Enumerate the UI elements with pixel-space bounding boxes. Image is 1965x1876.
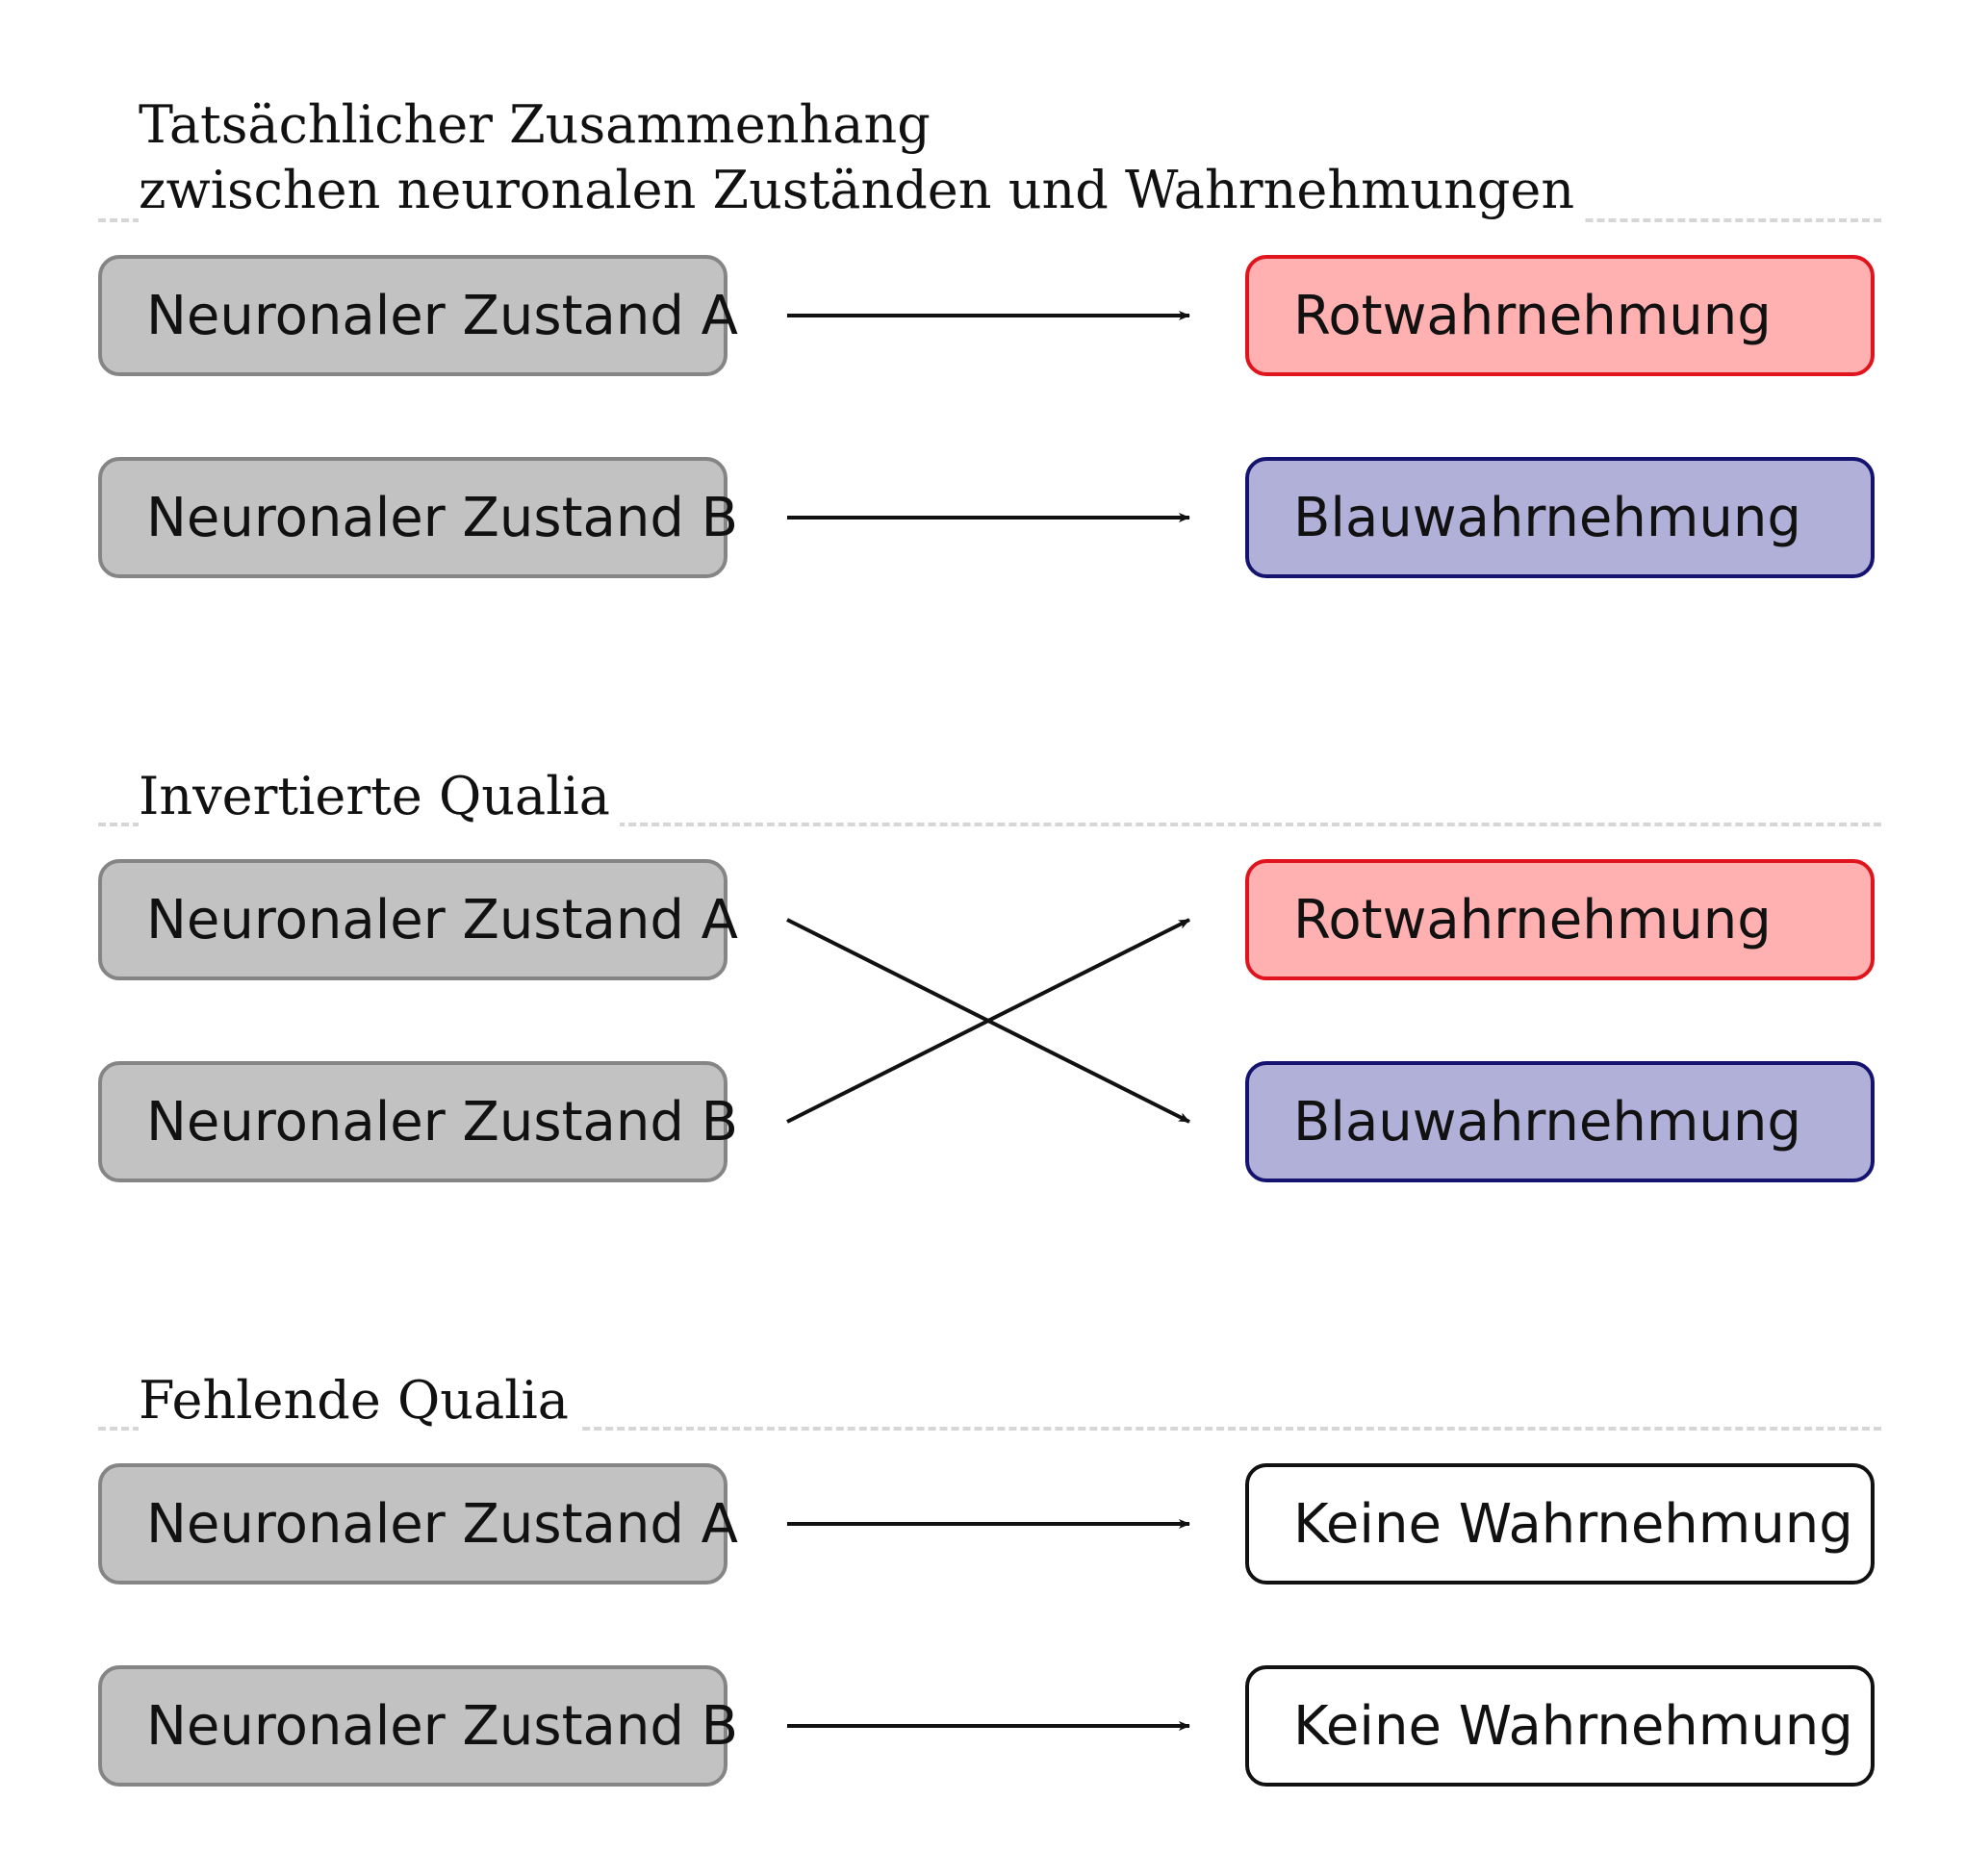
section-2-title-line-1: Invertierte Qualia	[139, 766, 610, 826]
section-1-state-a-label: Neuronaler Zustand A	[146, 284, 738, 347]
section-1-title-line-1: Tatsächlicher Zusammenhang	[139, 94, 931, 155]
section-2-state-b-label: Neuronaler Zustand B	[146, 1090, 739, 1153]
section-3-no-perception-label-2: Keine Wahrnehmung	[1293, 1694, 1853, 1758]
section-2-red-perception-label: Rotwahrnehmung	[1293, 888, 1772, 951]
section-2-red-perception-box: Rotwahrnehmung	[1245, 859, 1875, 980]
section-2-arrow-b-to-red	[786, 918, 1190, 1124]
section-1-red-perception-label: Rotwahrnehmung	[1293, 284, 1772, 347]
section-2-blue-perception-label: Blauwahrnehmung	[1293, 1090, 1801, 1153]
section-2-state-a-box: Neuronaler Zustand A	[98, 859, 738, 980]
section-2-state-b-box: Neuronaler Zustand B	[98, 1061, 738, 1182]
section-3-title-line-1: Fehlende Qualia	[139, 1370, 569, 1431]
section-1-title: Tatsächlicher Zusammenhang zwischen neur…	[139, 92, 1585, 223]
section-3-state-b-label: Neuronaler Zustand B	[146, 1694, 739, 1758]
section-2-divider	[98, 823, 1881, 826]
section-1-state-b-box: Neuronaler Zustand B	[98, 457, 738, 578]
section-2-title: Invertierte Qualia	[139, 764, 620, 829]
section-3-no-perception-box-1: Keine Wahrnehmung	[1245, 1463, 1875, 1584]
section-2-blue-perception-box: Blauwahrnehmung	[1245, 1061, 1875, 1182]
section-3-no-perception-box-2: Keine Wahrnehmung	[1245, 1665, 1875, 1787]
section-3-state-a-box: Neuronaler Zustand A	[98, 1463, 738, 1584]
section-3-no-perception-label-1: Keine Wahrnehmung	[1293, 1492, 1853, 1556]
section-3-state-a-label: Neuronaler Zustand A	[146, 1492, 738, 1556]
section-3-divider	[98, 1427, 1881, 1431]
section-1-state-b-label: Neuronaler Zustand B	[146, 486, 739, 549]
section-1-state-a-box: Neuronaler Zustand A	[98, 255, 738, 376]
section-1-blue-perception-label: Blauwahrnehmung	[1293, 486, 1801, 549]
section-3-title: Fehlende Qualia	[139, 1368, 578, 1433]
section-1-title-line-2: zwischen neuronalen Zuständen und Wahrne…	[139, 160, 1575, 220]
section-1-red-perception-box: Rotwahrnehmung	[1245, 255, 1875, 376]
section-3-state-b-box: Neuronaler Zustand B	[98, 1665, 738, 1787]
section-2-state-a-label: Neuronaler Zustand A	[146, 888, 738, 951]
section-1-blue-perception-box: Blauwahrnehmung	[1245, 457, 1875, 578]
